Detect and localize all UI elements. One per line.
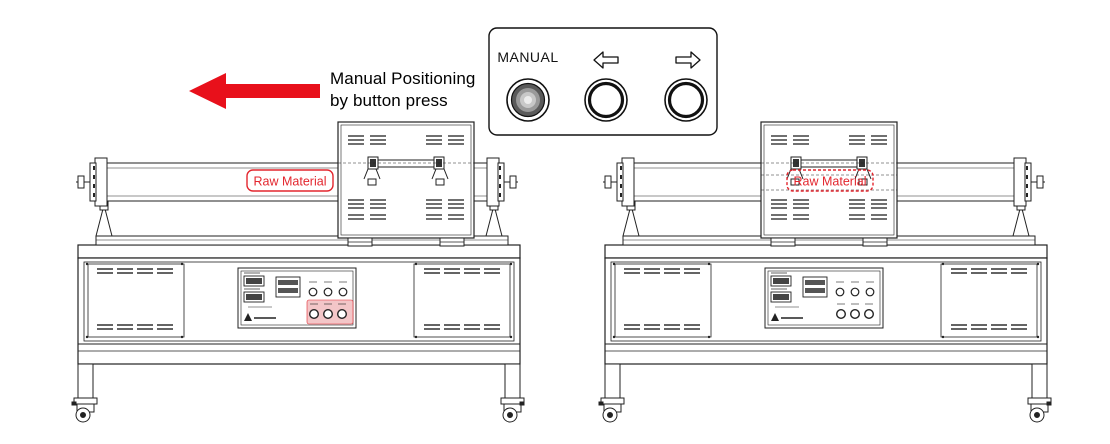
- manual-positioning-caption: Manual Positioning by button press: [330, 68, 490, 112]
- right-arrow-outline-icon: [675, 51, 701, 69]
- move-left-button[interactable]: [584, 78, 628, 122]
- left-arrow-outline-icon: [593, 51, 619, 69]
- furnace-machine-left: Raw Material: [71, 121, 525, 423]
- furnace-machine-right: Raw Material: [598, 121, 1052, 423]
- raw-material-label-right: Raw Material: [786, 169, 874, 192]
- raw-material-text-left: Raw Material: [254, 175, 327, 189]
- panel-manual-buttons-right: [836, 303, 875, 320]
- caption-line-1: Manual Positioning: [330, 69, 476, 88]
- manual-button-label: MANUAL: [497, 49, 558, 65]
- caption-line-2: by button press: [330, 91, 448, 110]
- left-direction-arrow-icon: [189, 73, 320, 109]
- move-right-button[interactable]: [664, 78, 708, 122]
- raw-material-label-left: Raw Material: [246, 169, 334, 192]
- raw-material-text-right: Raw Material: [794, 175, 867, 189]
- manual-button-panel-callout: MANUAL: [488, 27, 718, 136]
- furnace-chamber-left: [337, 121, 475, 247]
- panel-manual-buttons-left: [306, 299, 354, 325]
- manual-button[interactable]: [506, 78, 550, 122]
